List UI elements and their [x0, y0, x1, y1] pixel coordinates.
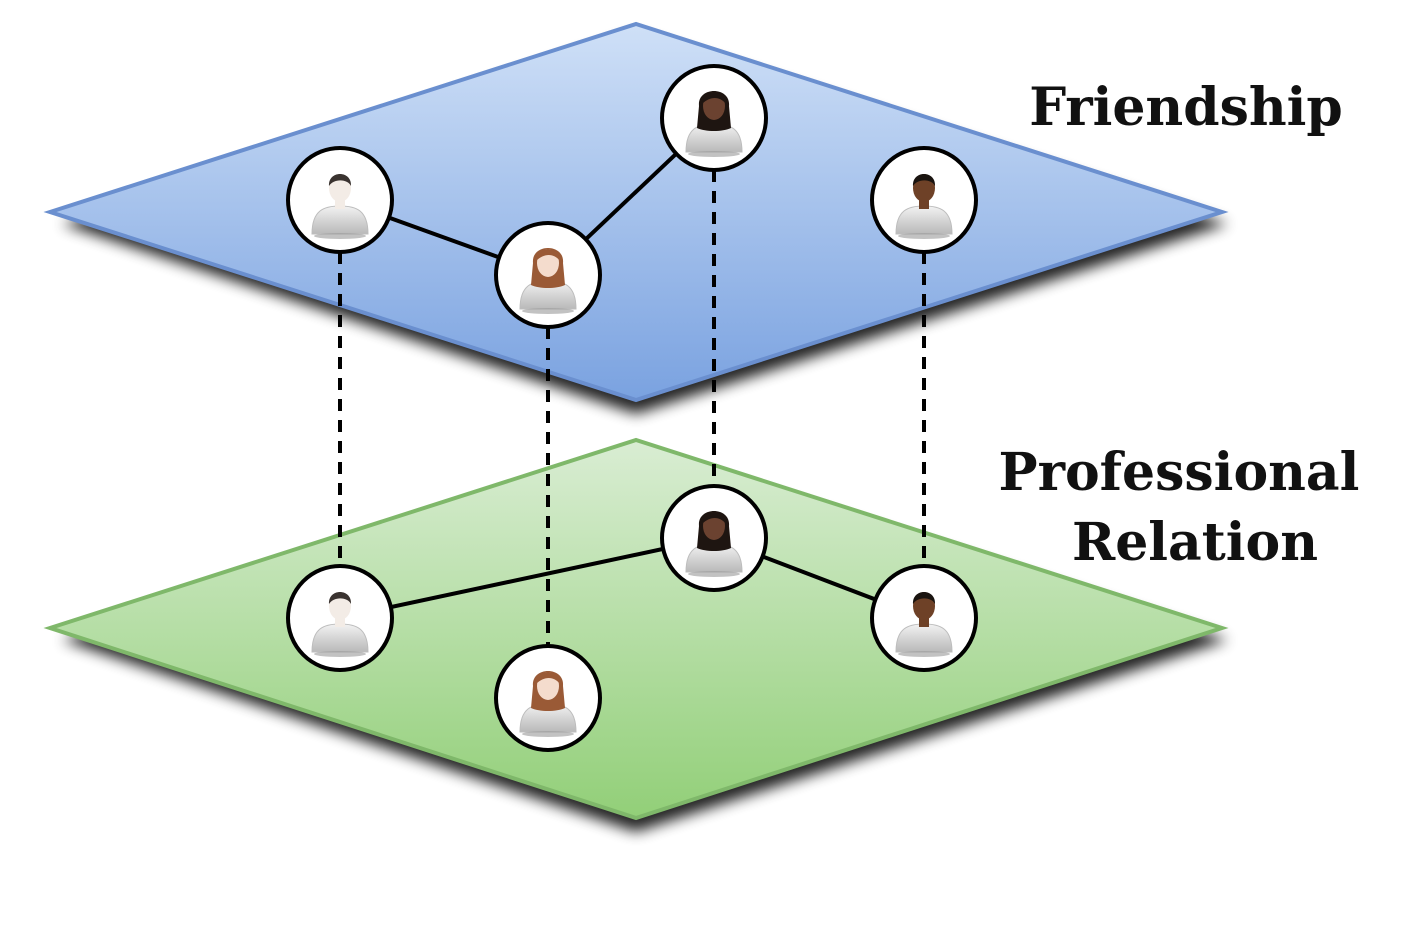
- person-base-shadow: [688, 571, 740, 577]
- person-hair: [536, 249, 560, 261]
- person-neck: [335, 200, 345, 209]
- professional-plane: [43, 437, 1229, 821]
- professional-layer-label: Professional Relation: [999, 442, 1378, 573]
- professional-label-line-2: Relation: [1072, 512, 1318, 573]
- interlayer-links: [338, 170, 926, 646]
- person-icon: [519, 671, 577, 737]
- friendship-node-woman-light: [494, 221, 602, 329]
- person-icon: [311, 592, 369, 657]
- professional-label-line-1: Professional: [999, 442, 1360, 503]
- person-neck: [335, 618, 345, 627]
- person-hair: [912, 174, 936, 186]
- person-hair: [702, 92, 726, 104]
- friendship-plane: [43, 21, 1229, 403]
- person-hair: [536, 672, 560, 684]
- friendship-node-woman-dark: [660, 64, 768, 172]
- person-icon: [685, 91, 743, 157]
- person-neck: [919, 200, 929, 209]
- person-icon: [685, 511, 743, 577]
- friendship-layer-label: Friendship: [1029, 77, 1343, 138]
- person-shirt: [311, 623, 369, 653]
- professional-node-woman-dark: [660, 484, 768, 592]
- person-icon: [519, 248, 577, 314]
- person-base-shadow: [314, 651, 366, 657]
- person-nodes: [286, 64, 978, 752]
- person-shirt: [895, 205, 953, 235]
- friendship-node-man-dark: [870, 146, 978, 254]
- friendship-node-man-light: [286, 146, 394, 254]
- person-hair: [328, 592, 352, 604]
- person-base-shadow: [522, 308, 574, 314]
- person-base-shadow: [898, 651, 950, 657]
- person-neck: [919, 618, 929, 627]
- person-hair: [328, 174, 352, 186]
- person-base-shadow: [314, 233, 366, 239]
- professional-node-man-light: [286, 564, 394, 672]
- person-icon: [895, 592, 953, 657]
- friendship-label-line: Friendship: [1029, 77, 1343, 138]
- person-base-shadow: [522, 731, 574, 737]
- person-hair: [912, 592, 936, 604]
- person-base-shadow: [898, 233, 950, 239]
- professional-node-woman-light: [494, 644, 602, 752]
- person-shirt: [895, 623, 953, 653]
- person-shirt: [311, 205, 369, 235]
- professional-edge-man-light-woman-dark: [339, 536, 715, 620]
- professional-layer: [43, 437, 1229, 832]
- person-base-shadow: [688, 151, 740, 157]
- person-hair: [702, 512, 726, 524]
- person-icon: [895, 174, 953, 239]
- friendship-layer: [43, 21, 1229, 414]
- professional-node-man-dark: [870, 564, 978, 672]
- person-icon: [311, 174, 369, 239]
